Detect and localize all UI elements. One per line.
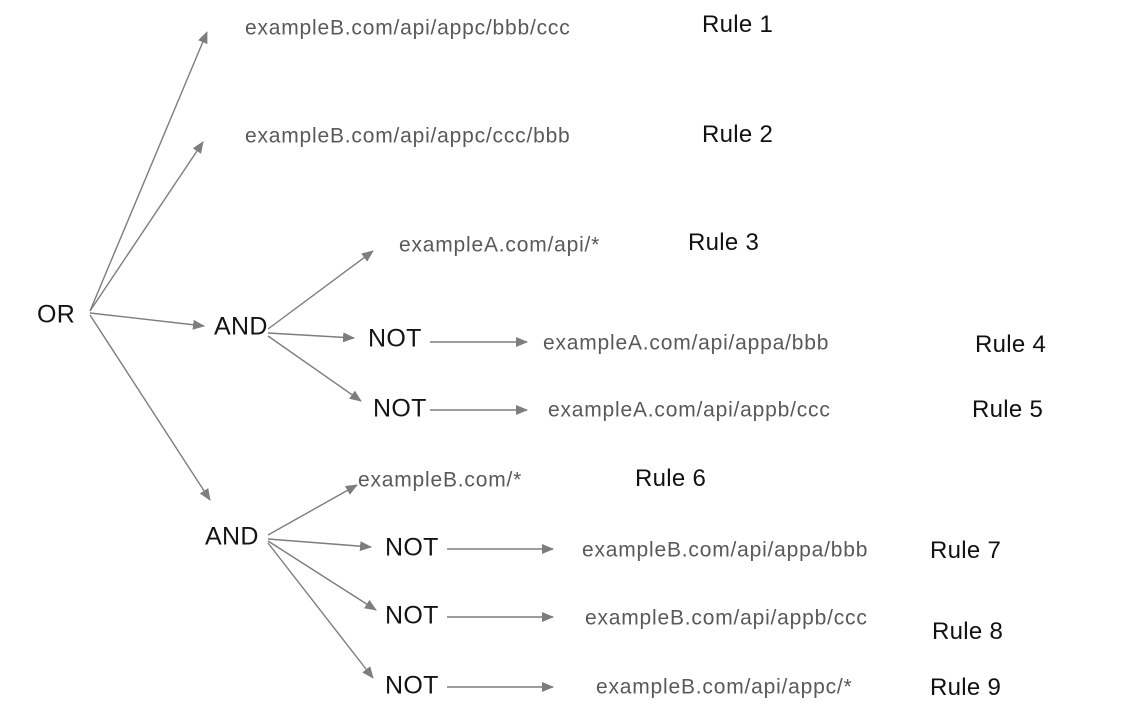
not-node-rule5: NOT: [373, 394, 427, 423]
arrow-andtop-to-not-rule5: [267, 335, 362, 402]
url-rule1: exampleB.com/api/appc/bbb/ccc: [245, 16, 571, 40]
arrow-andbottom-to-not-rule8: [267, 540, 377, 611]
or-node: OR: [37, 300, 76, 329]
not-node-rule8: NOT: [385, 601, 439, 630]
url-rule2: exampleB.com/api/appc/ccc/bbb: [245, 124, 571, 148]
url-rule8: exampleB.com/api/appb/ccc: [585, 606, 868, 630]
arrow-or-to-rule2: [89, 141, 204, 312]
rule-label-4: Rule 4: [975, 331, 1047, 358]
rule-label-1: Rule 1: [702, 11, 774, 38]
url-rule6: exampleB.com/*: [358, 468, 523, 492]
rule-label-3: Rule 3: [688, 229, 760, 256]
url-rule3: exampleA.com/api/*: [399, 233, 601, 257]
arrow-andtop-to-rule3: [267, 250, 374, 330]
rule-label-9: Rule 9: [930, 674, 1002, 701]
url-rule4: exampleA.com/api/appa/bbb: [543, 331, 830, 355]
not-node-rule4: NOT: [368, 324, 422, 353]
rule-label-8: Rule 8: [932, 618, 1004, 645]
rule-label-2: Rule 2: [702, 121, 774, 148]
url-rule7: exampleB.com/api/appa/bbb: [582, 538, 869, 562]
rule-label-7: Rule 7: [930, 537, 1002, 564]
url-rule9: exampleB.com/api/appc/*: [596, 675, 853, 699]
arrow-andbottom-to-not-rule9: [267, 542, 374, 679]
and-node-top: AND: [214, 312, 268, 341]
rule-label-5: Rule 5: [972, 396, 1044, 423]
url-rule5: exampleA.com/api/appb/ccc: [548, 398, 831, 422]
arrow-or-to-and-bottom: [89, 314, 211, 501]
arrow-or-to-rule1: [89, 31, 208, 312]
arrow-andbottom-to-rule6: [267, 484, 358, 536]
not-node-rule7: NOT: [385, 533, 439, 562]
and-node-bottom: AND: [205, 522, 259, 551]
not-node-rule9: NOT: [385, 671, 439, 700]
arrow-andbottom-to-not-rule7: [267, 538, 372, 552]
arrow-or-to-and-top: [89, 312, 205, 330]
rule-label-6: Rule 6: [635, 465, 707, 492]
arrow-andtop-to-not-rule4: [267, 332, 355, 343]
